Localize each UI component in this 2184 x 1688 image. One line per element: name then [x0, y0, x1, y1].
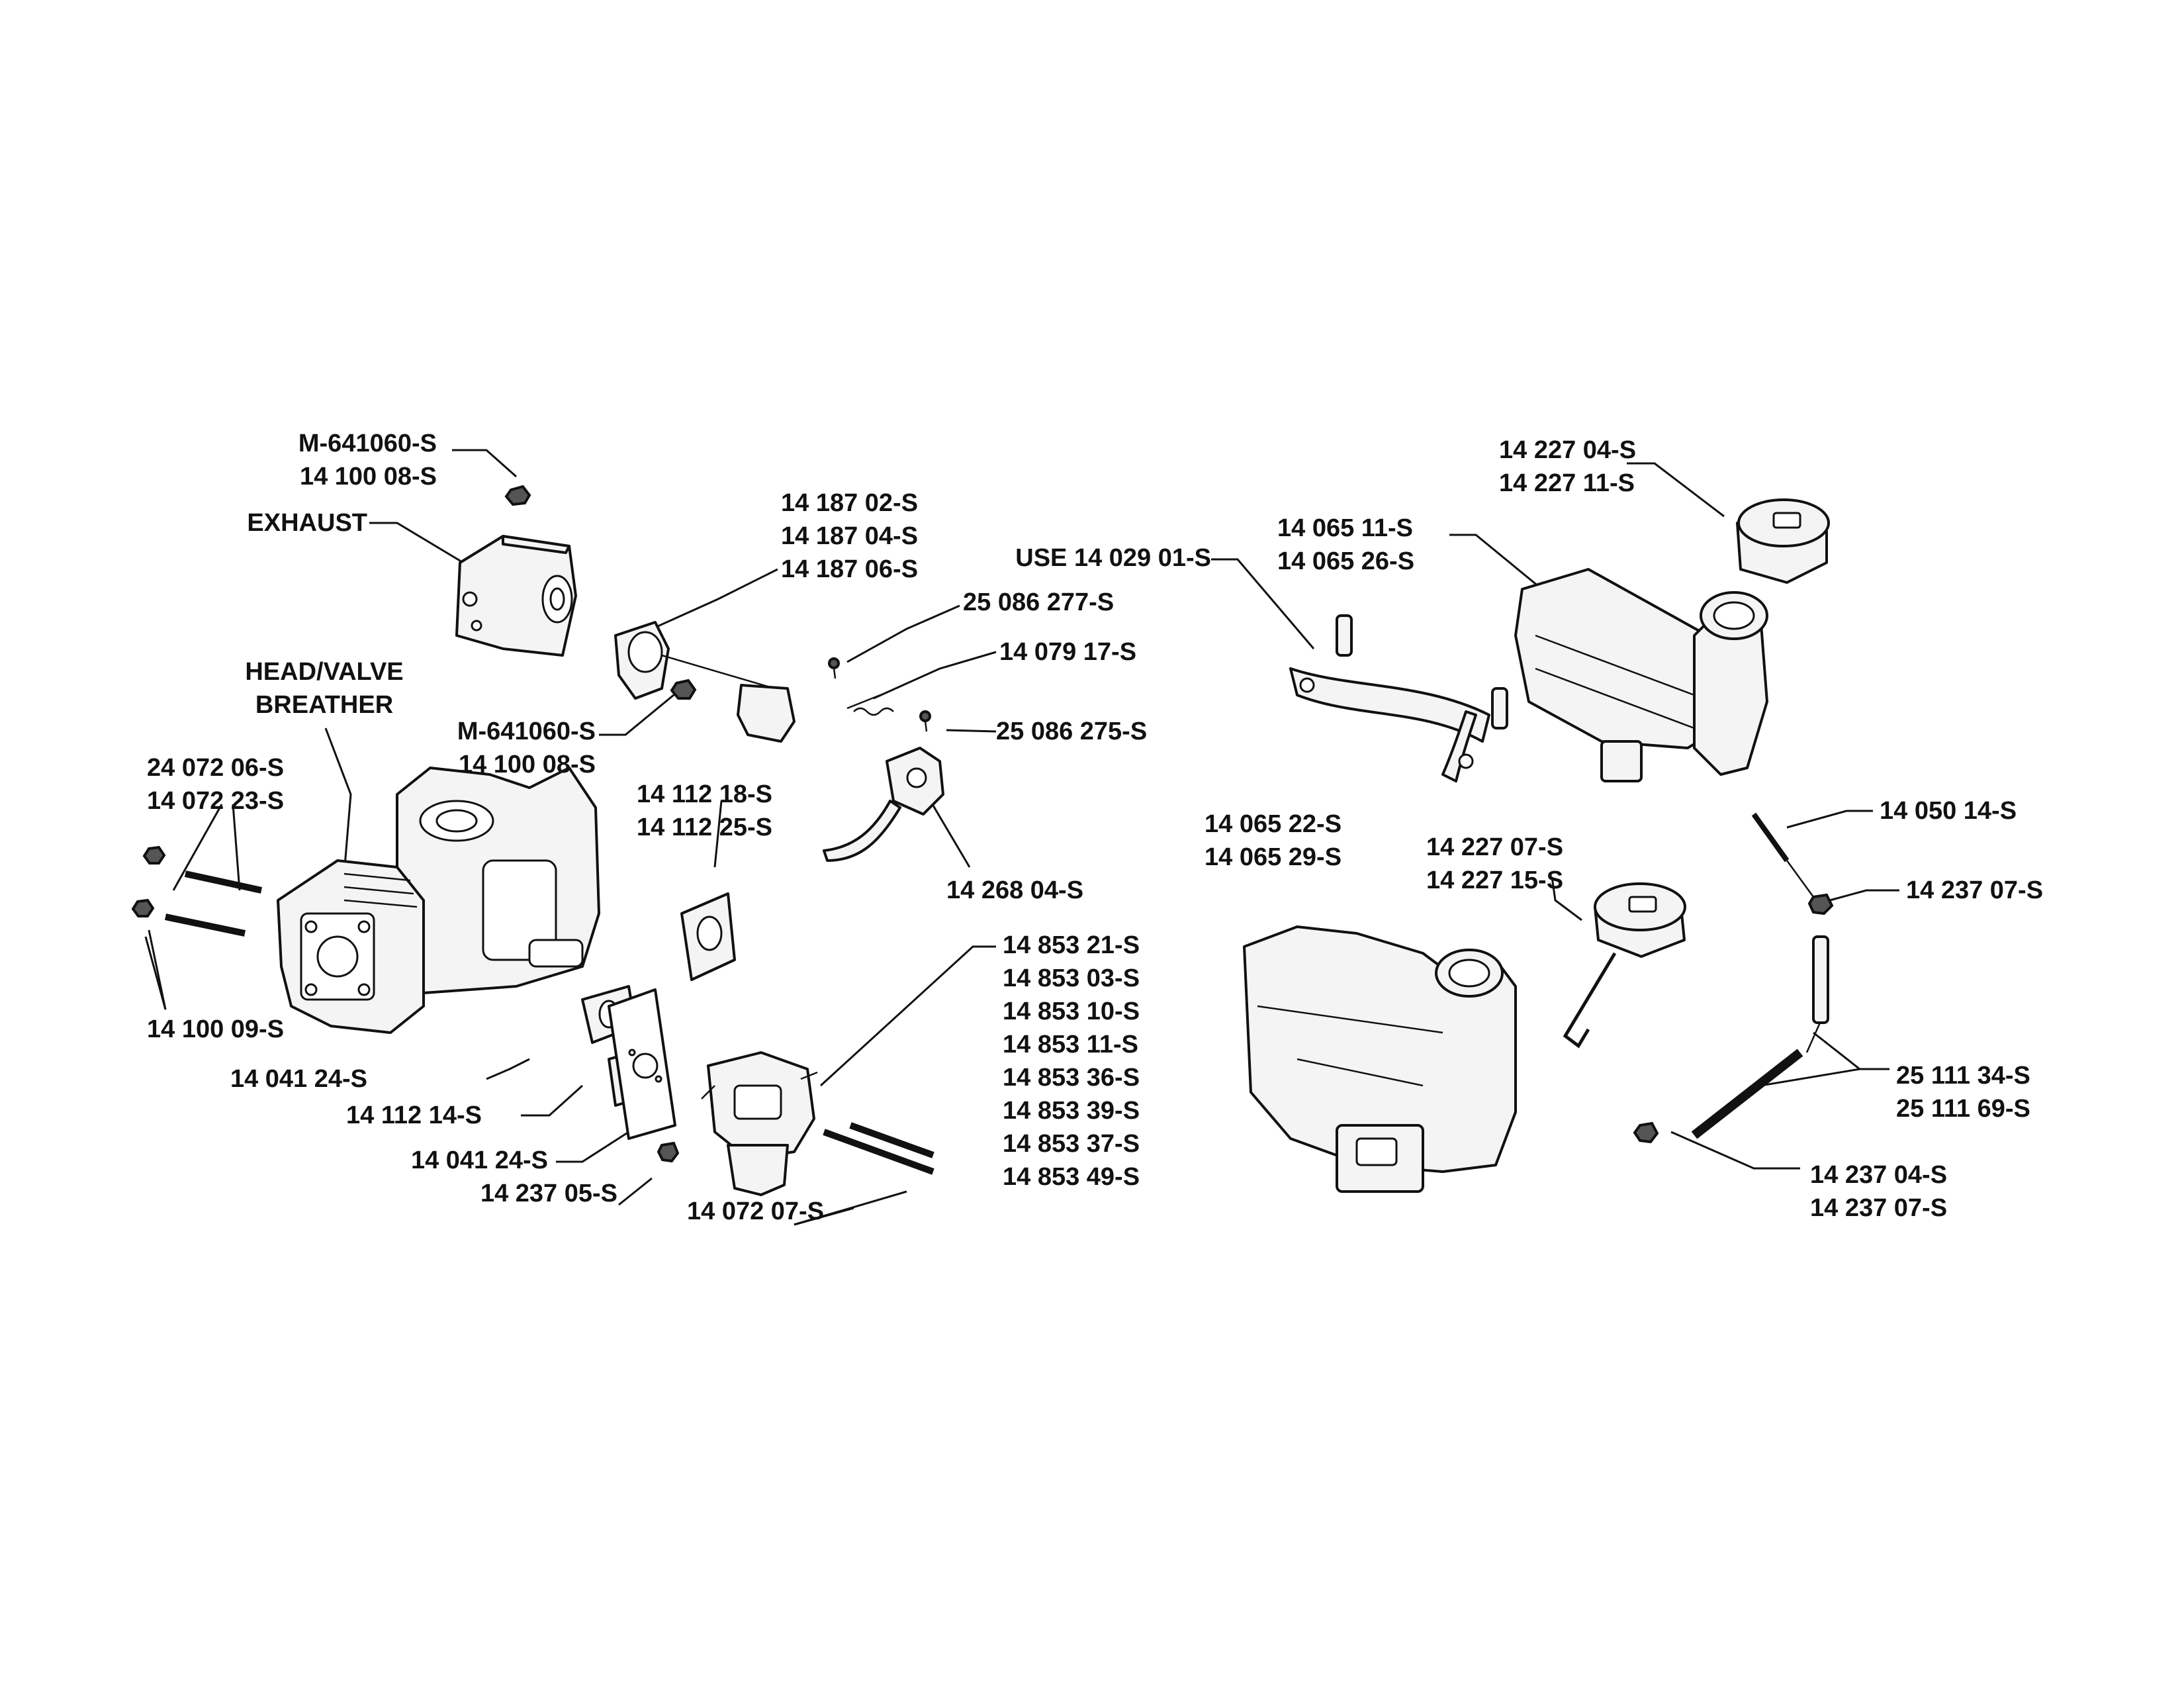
governor-drawing: [614, 621, 894, 743]
part-number: 14 065 22-S: [1205, 810, 1342, 838]
label-clamp-upper: 14 237 07-S: [1906, 874, 2043, 907]
part-number: 14 853 03-S: [1003, 964, 1140, 992]
lower-fuel-tank-drawing: [1243, 925, 1517, 1193]
carburetor-drawing: [701, 1051, 818, 1196]
part-number: 14 065 11-S: [1277, 514, 1413, 542]
part-number: 14 041 24-S: [230, 1065, 367, 1093]
carb-studs-drawing: [823, 1122, 934, 1175]
part-number: 25 086 275-S: [996, 718, 1148, 745]
part-number: 14 079 17-S: [999, 638, 1137, 666]
gaskets-drawing: [581, 892, 736, 1140]
part-name: HEAD/VALVE: [245, 658, 404, 686]
part-number: 14 100 08-S: [299, 463, 437, 491]
part-number: 25 111 34-S: [1896, 1062, 2030, 1090]
part-number: 25 111 69-S: [1896, 1095, 2030, 1123]
label-exhaust: EXHAUST: [247, 506, 367, 539]
screws-drawing: [828, 657, 931, 732]
part-number: 14 187 06-S: [781, 555, 919, 583]
part-number: 14 072 23-S: [147, 787, 285, 815]
part-number: 14 853 36-S: [1003, 1064, 1140, 1092]
part-number: 14 065 26-S: [1277, 547, 1415, 575]
upper-fuel-tank-drawing: [1514, 568, 1768, 782]
part-number: 14 237 07-S: [1810, 1194, 1948, 1222]
part-number: 25 086 277-S: [963, 588, 1115, 616]
label-head-nut: M-641060-S 14 100 08-S: [457, 715, 596, 781]
part-number: 14 853 49-S: [1003, 1163, 1140, 1191]
part-number: 14 853 21-S: [1003, 931, 1140, 959]
engine-block-drawing: [277, 767, 600, 1034]
label-tank-bracket: USE 14 029 01-S: [1015, 541, 1211, 575]
label-stud-nuts: 14 100 09-S: [147, 1013, 284, 1046]
label-filter: 14 050 14-S: [1880, 794, 2017, 827]
part-number: 14 112 14-S: [346, 1102, 482, 1129]
part-number: 14 237 05-S: [480, 1180, 617, 1207]
label-tank-upper: 14 065 11-S 14 065 26-S: [1277, 512, 1414, 578]
part-number: 14 227 15-S: [1426, 867, 1564, 894]
part-number: 14 853 39-S: [1003, 1097, 1140, 1125]
part-name: EXHAUST: [247, 509, 367, 537]
choke-bracket-drawing: [823, 747, 944, 862]
part-number: 14 112 18-S: [637, 780, 772, 808]
label-muffler-nut: M-641060-S 14 100 08-S: [298, 427, 437, 493]
tank-bracket-drawing: [1289, 614, 1508, 782]
label-screw-277: 25 086 277-S: [963, 586, 1114, 619]
part-number: 14 187 04-S: [781, 522, 919, 550]
label-clamp-small: 14 237 05-S: [480, 1177, 617, 1210]
label-choke-bracket: 14 268 04-S: [946, 874, 1083, 907]
part-number: 14 100 08-S: [458, 751, 596, 778]
label-cap-lower: 14 227 07-S 14 227 15-S: [1426, 831, 1563, 897]
label-gasket-upper: 14 041 24-S: [230, 1062, 367, 1096]
muffler-drawing: [455, 485, 577, 657]
label-carburetor: 14 853 21-S 14 853 03-S 14 853 10-S 14 8…: [1003, 929, 1140, 1194]
label-carb-studs: 14 072 07-S: [687, 1195, 824, 1228]
label-insulator: 14 112 14-S: [346, 1099, 482, 1132]
part-number: 14 237 07-S: [1906, 876, 2044, 904]
part-number: 14 227 04-S: [1499, 436, 1637, 464]
part-number: 14 112 25-S: [637, 814, 772, 841]
part-number: 14 072 07-S: [687, 1197, 825, 1225]
lower-fuel-cap-drawing: [1563, 882, 1686, 1049]
part-number: 14 853 10-S: [1003, 998, 1140, 1025]
label-governor: 14 187 02-S 14 187 04-S 14 187 06-S: [781, 487, 918, 586]
label-studs: 24 072 06-S 14 072 23-S: [147, 751, 284, 818]
part-number: 14 187 02-S: [781, 489, 919, 517]
part-number: 14 100 09-S: [147, 1015, 285, 1043]
fuel-line-drawing: [1633, 812, 1834, 1144]
label-cap-upper: 14 227 04-S 14 227 11-S: [1499, 434, 1636, 500]
label-head-valve-breather: HEAD/VALVE BREATHER: [225, 655, 424, 722]
part-number: 14 237 04-S: [1810, 1161, 1948, 1189]
part-number: M-641060-S: [457, 718, 596, 745]
label-tank-lower: 14 065 22-S 14 065 29-S: [1205, 808, 1342, 874]
head-nut-drawing: [670, 679, 697, 700]
small-clamp-drawing: [657, 1141, 680, 1163]
part-number: 14 227 11-S: [1499, 469, 1635, 497]
part-number: 14 853 11-S: [1003, 1031, 1138, 1058]
part-number: M-641060-S: [298, 430, 437, 457]
leader-lines: [144, 449, 1899, 1226]
part-number: 14 050 14-S: [1880, 797, 2017, 825]
upper-fuel-cap-drawing: [1736, 498, 1830, 584]
part-number: 24 072 06-S: [147, 754, 285, 782]
part-number: 14 853 37-S: [1003, 1130, 1140, 1158]
part-name: BREATHER: [255, 691, 394, 719]
part-number: 14 065 29-S: [1205, 843, 1342, 871]
label-screw-275: 25 086 275-S: [996, 715, 1147, 748]
part-number: 14 268 04-S: [946, 876, 1084, 904]
part-number: 14 041 24-S: [410, 1147, 548, 1174]
label-gasket-lower: 14 041 24-S: [411, 1144, 548, 1177]
studs-drawing: [131, 845, 263, 937]
label-fuel-line: 25 111 34-S 25 111 69-S: [1896, 1059, 2030, 1125]
label-spacer: 14 112 18-S 14 112 25-S: [637, 778, 772, 844]
part-number: USE 14 029 01-S: [1015, 544, 1211, 572]
label-clamp-lower: 14 237 04-S 14 237 07-S: [1810, 1158, 1947, 1225]
label-link-spring: 14 079 17-S: [999, 635, 1136, 669]
part-number: 14 227 07-S: [1426, 833, 1564, 861]
